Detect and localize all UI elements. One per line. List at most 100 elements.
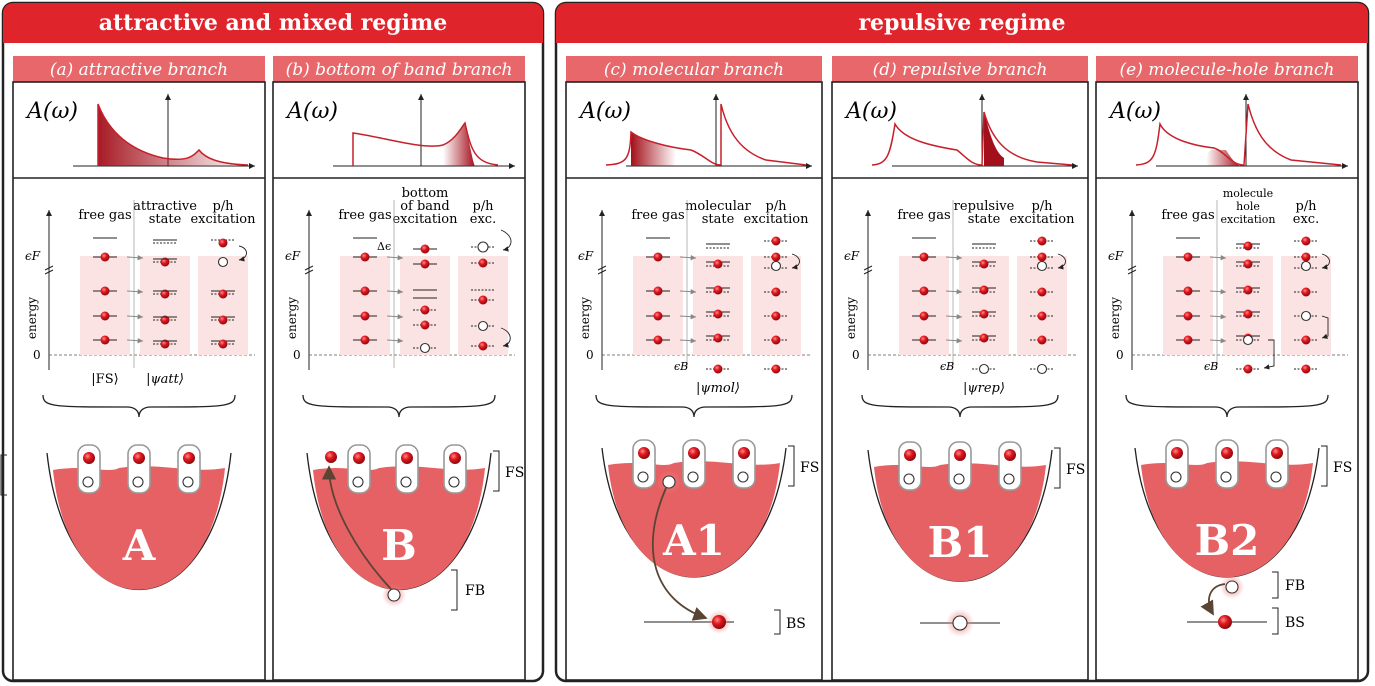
fb-bracket <box>1272 571 1279 599</box>
pair-particle <box>688 447 700 459</box>
zero-label: 0 <box>852 348 860 362</box>
pair-particle <box>1171 447 1183 459</box>
fs-bracket <box>493 450 500 492</box>
excitation-trajectory <box>652 487 708 621</box>
particle <box>1301 236 1311 246</box>
particle <box>1243 241 1253 251</box>
panel-title: (c) molecular branch <box>604 60 784 80</box>
pair-particle <box>83 452 95 464</box>
pair-particle <box>1271 447 1283 459</box>
pair-hole <box>82 476 94 488</box>
particle <box>979 259 989 269</box>
axis-break <box>304 269 314 275</box>
panel-header <box>273 56 525 82</box>
mapping-arrow <box>386 254 404 261</box>
spectral-label: A(ω) <box>285 99 338 124</box>
particle <box>979 285 989 295</box>
particle <box>160 315 170 325</box>
eb-label: ϵB <box>940 360 954 373</box>
col-heading-3: excitation <box>743 212 809 227</box>
fermi-sea-fill <box>458 256 508 355</box>
col-heading-3: excitation <box>1009 212 1075 227</box>
hole <box>477 320 489 332</box>
particle <box>1037 236 1047 246</box>
particle <box>771 236 781 246</box>
brace <box>1125 394 1329 418</box>
particle <box>771 335 781 345</box>
panel-e: (e) molecule-hole branchA(ω)energyϵF0fre… <box>1095 56 1359 681</box>
hole <box>1242 334 1254 346</box>
excitation-arrow <box>238 245 247 262</box>
zero-label: 0 <box>1116 348 1124 362</box>
col-free-gas: free gas <box>78 208 131 223</box>
bottom-hole <box>1225 580 1239 594</box>
col-heading-2: repulsive <box>954 199 1015 214</box>
spectral-curve <box>1135 103 1342 166</box>
fb-label: FB <box>1285 578 1305 594</box>
particle <box>218 339 228 349</box>
particle <box>1301 287 1311 297</box>
particle <box>420 259 430 269</box>
mapping-arrow <box>1209 288 1227 295</box>
col-heading-2: excitation <box>1220 213 1275 226</box>
spectral-peak-fill <box>98 104 248 166</box>
particle <box>713 364 723 374</box>
spectral-curve <box>97 103 249 166</box>
band-letter: A1 <box>662 516 725 565</box>
col-heading-2: of band <box>400 199 450 214</box>
particle <box>1301 335 1311 345</box>
zero-label: 0 <box>293 348 301 362</box>
axis-break <box>597 265 607 271</box>
particle <box>478 258 488 268</box>
hole <box>217 256 229 268</box>
pair-hole <box>448 476 460 488</box>
excitation-arrow <box>1321 315 1329 339</box>
band-letter: A <box>122 521 157 570</box>
particle <box>100 335 110 345</box>
bound-particle <box>712 615 726 629</box>
energy-label: energy <box>1108 297 1122 339</box>
pair-hole <box>687 471 699 483</box>
particle <box>100 286 110 296</box>
mapping-arrow <box>126 313 144 320</box>
col-heading-2: hole <box>1236 200 1260 213</box>
pair-particle <box>401 452 413 464</box>
particle <box>100 252 110 262</box>
fermi-sea-band <box>53 466 225 590</box>
spectral-curve <box>605 103 807 166</box>
hole <box>770 260 782 272</box>
particle <box>420 244 430 254</box>
particle <box>360 335 370 345</box>
col-heading-2: state <box>149 212 182 227</box>
bottom-hole <box>387 588 401 602</box>
panel-header <box>566 56 822 82</box>
pair-particle <box>1221 447 1233 459</box>
band-letter: B <box>381 521 417 570</box>
left-group: attractive and mixed regime <box>1 1 545 683</box>
sea-hole <box>662 475 676 489</box>
spectral-curve <box>352 121 499 166</box>
col-heading-3: exc. <box>470 212 496 227</box>
col-free-gas: free gas <box>631 208 684 223</box>
fs-bracket <box>1321 445 1328 487</box>
particle <box>771 364 781 374</box>
mapping-arrow <box>1209 254 1227 261</box>
band-letter: B1 <box>928 518 993 567</box>
particle <box>771 287 781 297</box>
particle <box>771 311 781 321</box>
axis-break <box>1127 265 1137 271</box>
bs-label-text: BS <box>1285 615 1305 631</box>
particle <box>1243 285 1253 295</box>
col-heading-3: excitation <box>190 212 256 227</box>
excitation-arrow <box>1057 253 1066 270</box>
particle <box>1037 287 1047 297</box>
pair-hole <box>352 476 364 488</box>
mapping-arrow <box>945 288 963 295</box>
panel-frame <box>565 81 823 681</box>
particle <box>653 252 663 262</box>
particle <box>100 311 110 321</box>
particle <box>979 309 989 319</box>
particle <box>713 285 723 295</box>
spectral-peak-fill <box>1206 150 1241 166</box>
ket-fs: |FS⟩ <box>91 372 118 387</box>
